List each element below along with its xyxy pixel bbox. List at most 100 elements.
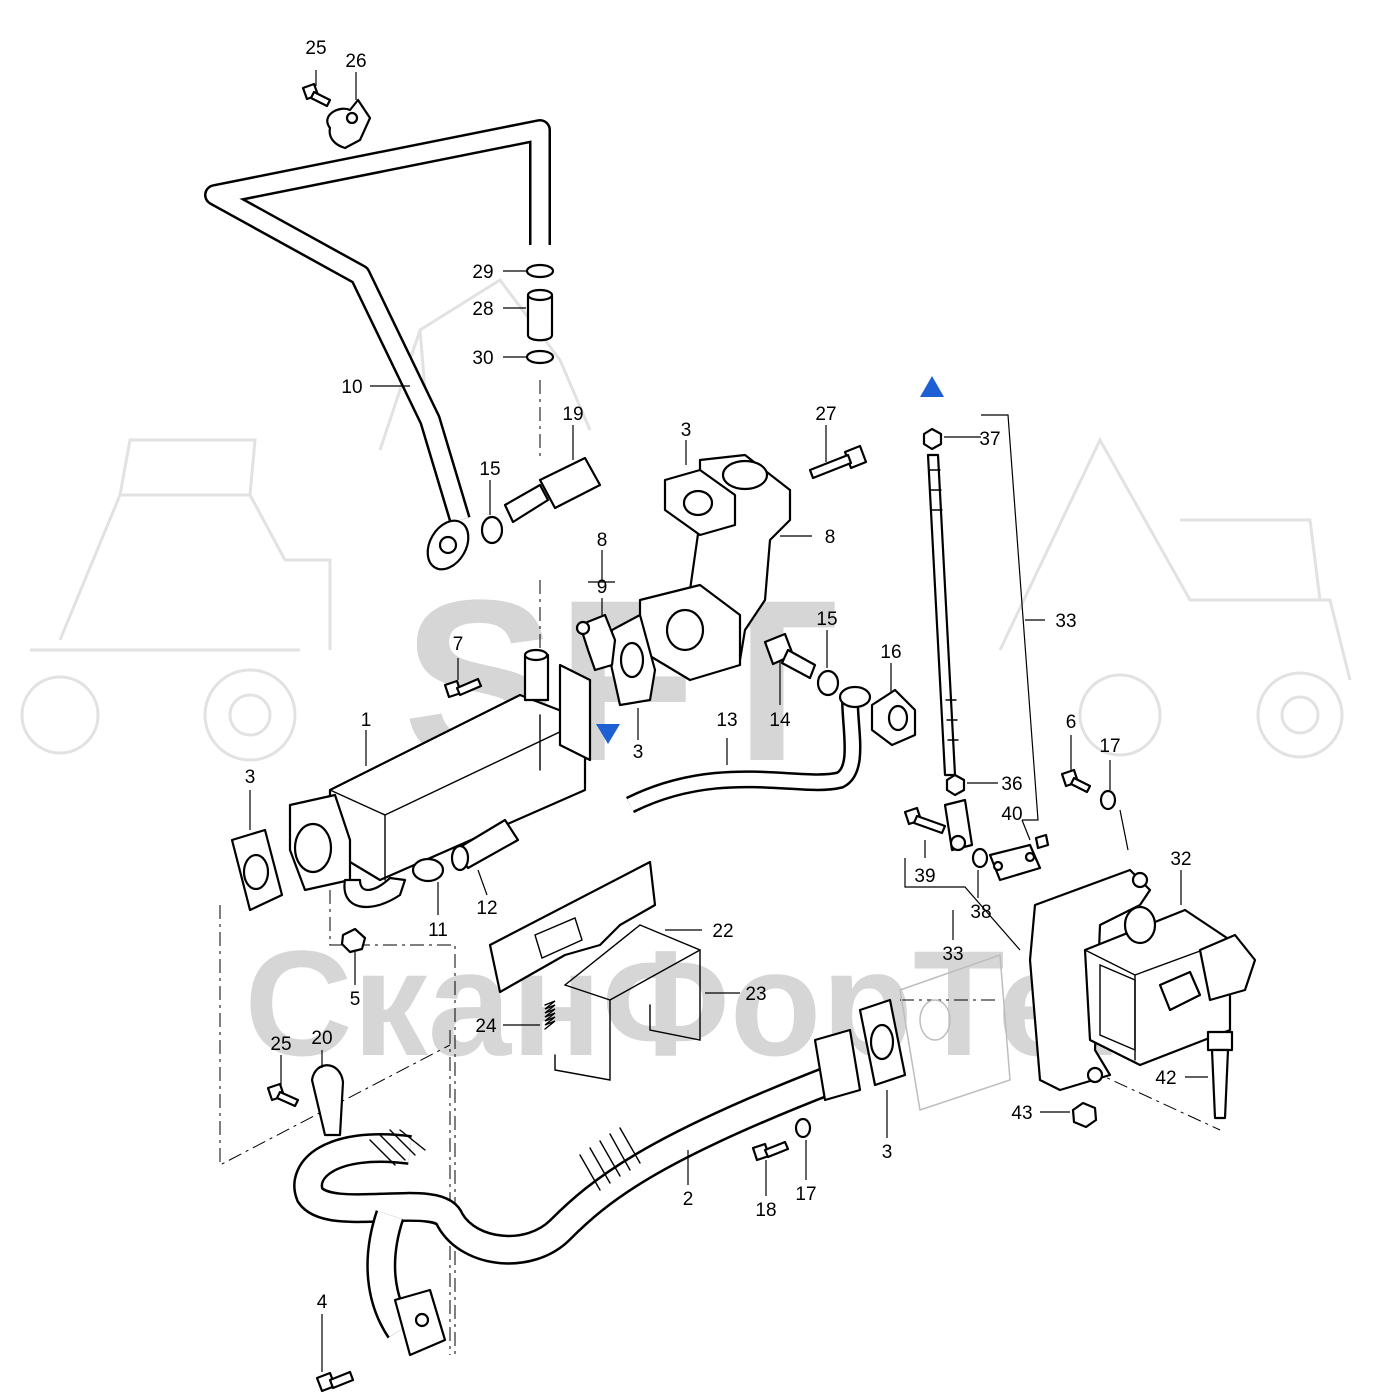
gasket-3-upper bbox=[663, 468, 737, 537]
washer-15-right bbox=[816, 669, 840, 697]
callout-30: 30 bbox=[472, 348, 493, 369]
callout-43: 43 bbox=[1011, 1103, 1032, 1124]
bolt-6 bbox=[1060, 768, 1092, 794]
bolt-25-bottom bbox=[266, 1082, 300, 1108]
clamp-11 bbox=[411, 857, 445, 883]
callout-22: 22 bbox=[712, 921, 733, 942]
heat-shield-22 bbox=[488, 860, 657, 994]
callout-33-right: 33 bbox=[1055, 611, 1076, 632]
washer-38 bbox=[971, 847, 989, 869]
callout-15-right: 15 bbox=[816, 609, 837, 630]
bolt-25-top bbox=[301, 82, 332, 108]
assembly-lines bbox=[219, 380, 1221, 1355]
stud-33 bbox=[926, 453, 959, 777]
callout-36: 36 bbox=[1001, 774, 1022, 795]
callout-17-lower: 17 bbox=[795, 1184, 816, 1205]
callout-8-right: 8 bbox=[825, 527, 836, 548]
bolt-39 bbox=[903, 806, 947, 835]
callout-33-bottom: 33 bbox=[942, 944, 963, 965]
callout-27: 27 bbox=[815, 404, 836, 425]
housing-8 bbox=[638, 453, 792, 682]
callout-5: 5 bbox=[350, 989, 361, 1010]
watermark-tractor-right bbox=[998, 436, 1352, 759]
bolt-27 bbox=[808, 444, 868, 480]
screw-40 bbox=[1034, 833, 1050, 850]
callout-1: 1 bbox=[361, 710, 372, 731]
gasket-3-middle bbox=[608, 613, 657, 707]
callout-38: 38 bbox=[970, 902, 991, 923]
callout-10: 10 bbox=[341, 377, 362, 398]
callout-2: 2 bbox=[683, 1189, 694, 1210]
egr-pipe-2 bbox=[293, 1028, 862, 1357]
spring-clip-23 bbox=[554, 924, 701, 1081]
egr-valve-32 bbox=[1028, 868, 1257, 1092]
nut-5 bbox=[340, 927, 367, 954]
callout-24: 24 bbox=[475, 1016, 497, 1037]
callout-3-left: 3 bbox=[245, 767, 256, 788]
callout-39: 39 bbox=[914, 866, 935, 887]
bolt-42 bbox=[1206, 1030, 1234, 1120]
bracket-plate bbox=[988, 843, 1042, 882]
bolt-14 bbox=[763, 632, 817, 680]
nut-37 bbox=[922, 427, 943, 451]
callout-3-lower: 3 bbox=[882, 1142, 893, 1163]
callout-28: 28 bbox=[472, 299, 493, 320]
fitting-19 bbox=[503, 456, 602, 524]
callout-8-group: 8 bbox=[597, 530, 608, 551]
callout-26: 26 bbox=[345, 51, 366, 72]
callout-7: 7 bbox=[453, 634, 464, 655]
o-ring-30 bbox=[525, 349, 555, 365]
nut-36 bbox=[945, 773, 966, 797]
bolt-18 bbox=[751, 1140, 790, 1162]
engine-block bbox=[899, 953, 1011, 1111]
arrow-down-marker bbox=[596, 724, 620, 744]
fitting-16 bbox=[870, 688, 917, 747]
callout-32: 32 bbox=[1170, 849, 1191, 870]
sleeve-28 bbox=[526, 288, 554, 342]
callout-3-middle: 3 bbox=[633, 742, 644, 763]
nut-43 bbox=[1071, 1101, 1098, 1129]
callout-15-left: 15 bbox=[479, 459, 500, 480]
egr-cooler-1 bbox=[288, 648, 592, 909]
pipe-13 bbox=[625, 685, 872, 814]
washer-15-left bbox=[480, 515, 504, 545]
callout-6: 6 bbox=[1066, 712, 1077, 733]
callout-3-upper: 3 bbox=[681, 420, 692, 441]
callout-19: 19 bbox=[562, 404, 583, 425]
callout-11: 11 bbox=[428, 920, 448, 941]
callout-labels: 25 26 29 28 30 10 19 15 3 27 8 8 9 7 15 … bbox=[245, 38, 1192, 1313]
callout-20: 20 bbox=[311, 1028, 332, 1049]
banjo-fitting bbox=[943, 798, 974, 852]
bolt-4 bbox=[315, 1370, 355, 1393]
callout-25-top: 25 bbox=[305, 38, 326, 59]
callout-13: 13 bbox=[716, 710, 737, 731]
arrow-up-marker bbox=[920, 376, 944, 397]
callout-23: 23 bbox=[745, 984, 766, 1005]
washer-17-upper bbox=[1099, 789, 1117, 811]
gasket-3-left bbox=[230, 828, 284, 912]
callout-17-upper: 17 bbox=[1099, 736, 1120, 757]
leader-lines bbox=[249, 70, 1208, 1372]
callout-12: 12 bbox=[476, 898, 497, 919]
callout-16: 16 bbox=[880, 642, 901, 663]
callout-9: 9 bbox=[597, 577, 608, 598]
callout-29: 29 bbox=[472, 262, 493, 283]
bolt-7 bbox=[443, 677, 483, 699]
callout-42: 42 bbox=[1155, 1068, 1176, 1089]
clip-26 bbox=[326, 98, 372, 150]
tube-10 bbox=[204, 119, 551, 571]
washer-17-lower bbox=[794, 1117, 812, 1139]
callout-37: 37 bbox=[979, 429, 1000, 450]
callout-4: 4 bbox=[317, 1292, 328, 1313]
watermark-tractor-left bbox=[20, 438, 332, 762]
spring-24 bbox=[544, 1000, 556, 1030]
clamp-20 bbox=[310, 1064, 345, 1137]
callout-18: 18 bbox=[755, 1200, 776, 1221]
valve-9 bbox=[575, 613, 617, 672]
callout-40: 40 bbox=[1001, 804, 1022, 825]
callout-14: 14 bbox=[769, 710, 791, 731]
hose-12 bbox=[450, 818, 520, 872]
callout-25-bottom: 25 bbox=[270, 1034, 291, 1055]
gasket-3-lower bbox=[858, 998, 907, 1087]
